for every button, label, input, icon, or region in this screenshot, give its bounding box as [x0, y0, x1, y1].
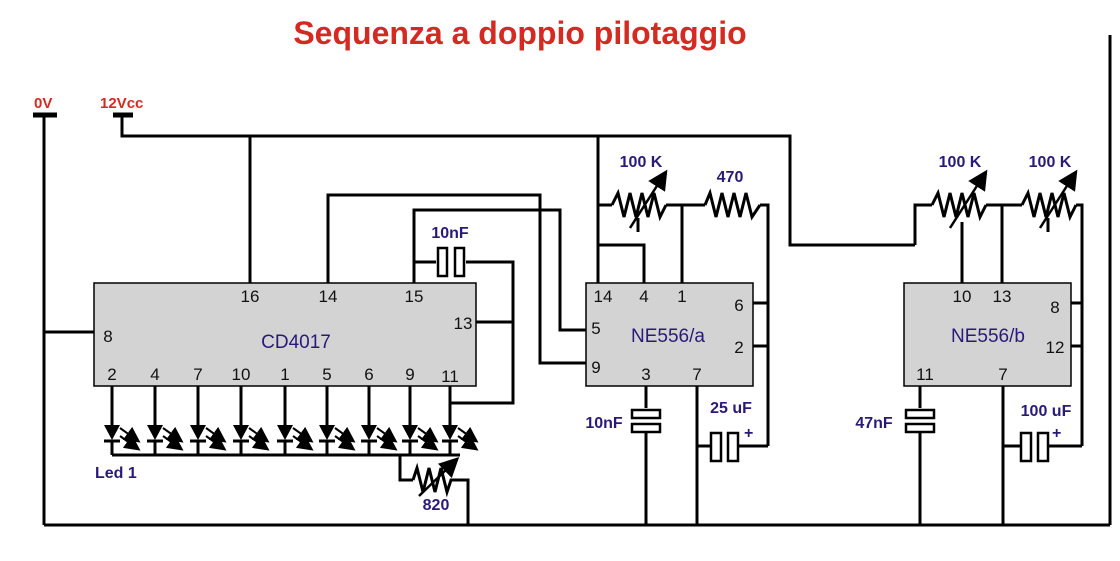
counter-pin-label: 14 — [319, 287, 338, 306]
timer-a-pin-label: 9 — [591, 358, 600, 377]
timer-a-timing-capacitor — [630, 408, 662, 434]
counter-pin-label: 15 — [405, 287, 424, 306]
counter-chip-name: CD4017 — [261, 332, 331, 353]
diagram-title: Sequenza a doppio pilotaggio — [293, 15, 746, 51]
timer-b-wiring — [913, 203, 1084, 525]
plus-sign-icon: + — [744, 425, 753, 442]
counter-pin-label: 1 — [280, 365, 289, 384]
timer-b-potentiometer-2 — [1020, 169, 1078, 232]
counter-wiring — [44, 136, 586, 405]
timer-a-wiring — [596, 136, 770, 525]
timer-b-chip-name: NE556/b — [951, 326, 1025, 347]
timer-b-pin-label: 12 — [1046, 338, 1065, 357]
counter-capacitor — [436, 246, 466, 278]
counter-pin-label: 13 — [454, 314, 473, 333]
counter-pin-label: 16 — [241, 287, 260, 306]
timer-b-pin-label: 7 — [998, 365, 1007, 384]
counter-pin-label: 7 — [193, 365, 202, 384]
timer-b-potentiometer-1 — [930, 169, 988, 229]
supply-rail-label: 12Vcc — [100, 95, 143, 112]
ground-rail-label: 0V — [34, 95, 52, 112]
timer-a-pin-label: 7 — [692, 365, 701, 384]
timer-a-pin-label: 1 — [677, 287, 686, 306]
timer-a-chip-name: NE556/a — [631, 326, 705, 347]
timer-a-pin-label: 5 — [591, 319, 600, 338]
timer-a-pin-label: 4 — [639, 287, 648, 306]
timer-a-pin-label: 14 — [594, 287, 613, 306]
timer-a-timing-capacitor-label: 10nF — [585, 415, 623, 432]
counter-pin-label: 4 — [150, 365, 159, 384]
led-bank — [104, 386, 479, 457]
timer-a-potentiometer — [610, 169, 668, 232]
timer-b-timing-capacitor-label: 47nF — [855, 415, 893, 432]
led-resistor — [398, 455, 470, 525]
counter-pin-label: 8 — [103, 327, 112, 346]
counter-chip — [93, 282, 477, 387]
timer-b-timing-capacitor — [904, 408, 936, 434]
timer-b-electrolytic-capacitor: + — [1019, 425, 1062, 463]
timer-a-pin-label: 2 — [734, 338, 743, 357]
timer-a-pin-label: 3 — [641, 365, 650, 384]
timer-a-resistor-label: 470 — [717, 169, 744, 186]
timer-a-chip — [585, 282, 754, 387]
led-resistor-label: 820 — [423, 497, 450, 514]
led-label: Led 1 — [95, 465, 137, 482]
ground-rail — [33, 35, 1112, 527]
timer-b-chip — [903, 282, 1072, 387]
supply-rail — [113, 112, 915, 247]
counter-capacitor-label: 10nF — [431, 225, 469, 242]
timer-b-pin-label: 10 — [953, 287, 972, 306]
timer-b-pin-label: 8 — [1050, 298, 1059, 317]
timer-b-potentiometer-2-label: 100 K — [1029, 154, 1072, 171]
counter-pin-label: 9 — [405, 365, 414, 384]
counter-pin-label: 2 — [107, 365, 116, 384]
counter-pin-label: 5 — [322, 365, 331, 384]
timer-a-electrolytic-capacitor-label: 25 uF — [710, 400, 752, 417]
plus-sign-icon: + — [1052, 425, 1061, 442]
timer-a-resistor — [703, 188, 762, 221]
timer-a-electrolytic-capacitor: + — [709, 425, 753, 463]
timer-b-electrolytic-capacitor-label: 100 uF — [1021, 403, 1072, 420]
counter-pin-label: 11 — [441, 367, 459, 386]
timer-b-pin-label: 13 — [993, 287, 1012, 306]
timer-a-pin-label: 6 — [734, 296, 743, 315]
counter-pin-label: 6 — [364, 365, 373, 384]
timer-b-pin-label: 11 — [916, 365, 934, 384]
timer-b-potentiometer-1-label: 100 K — [939, 154, 982, 171]
timer-a-potentiometer-label: 100 K — [620, 154, 663, 171]
counter-pin-label: 10 — [232, 365, 251, 384]
